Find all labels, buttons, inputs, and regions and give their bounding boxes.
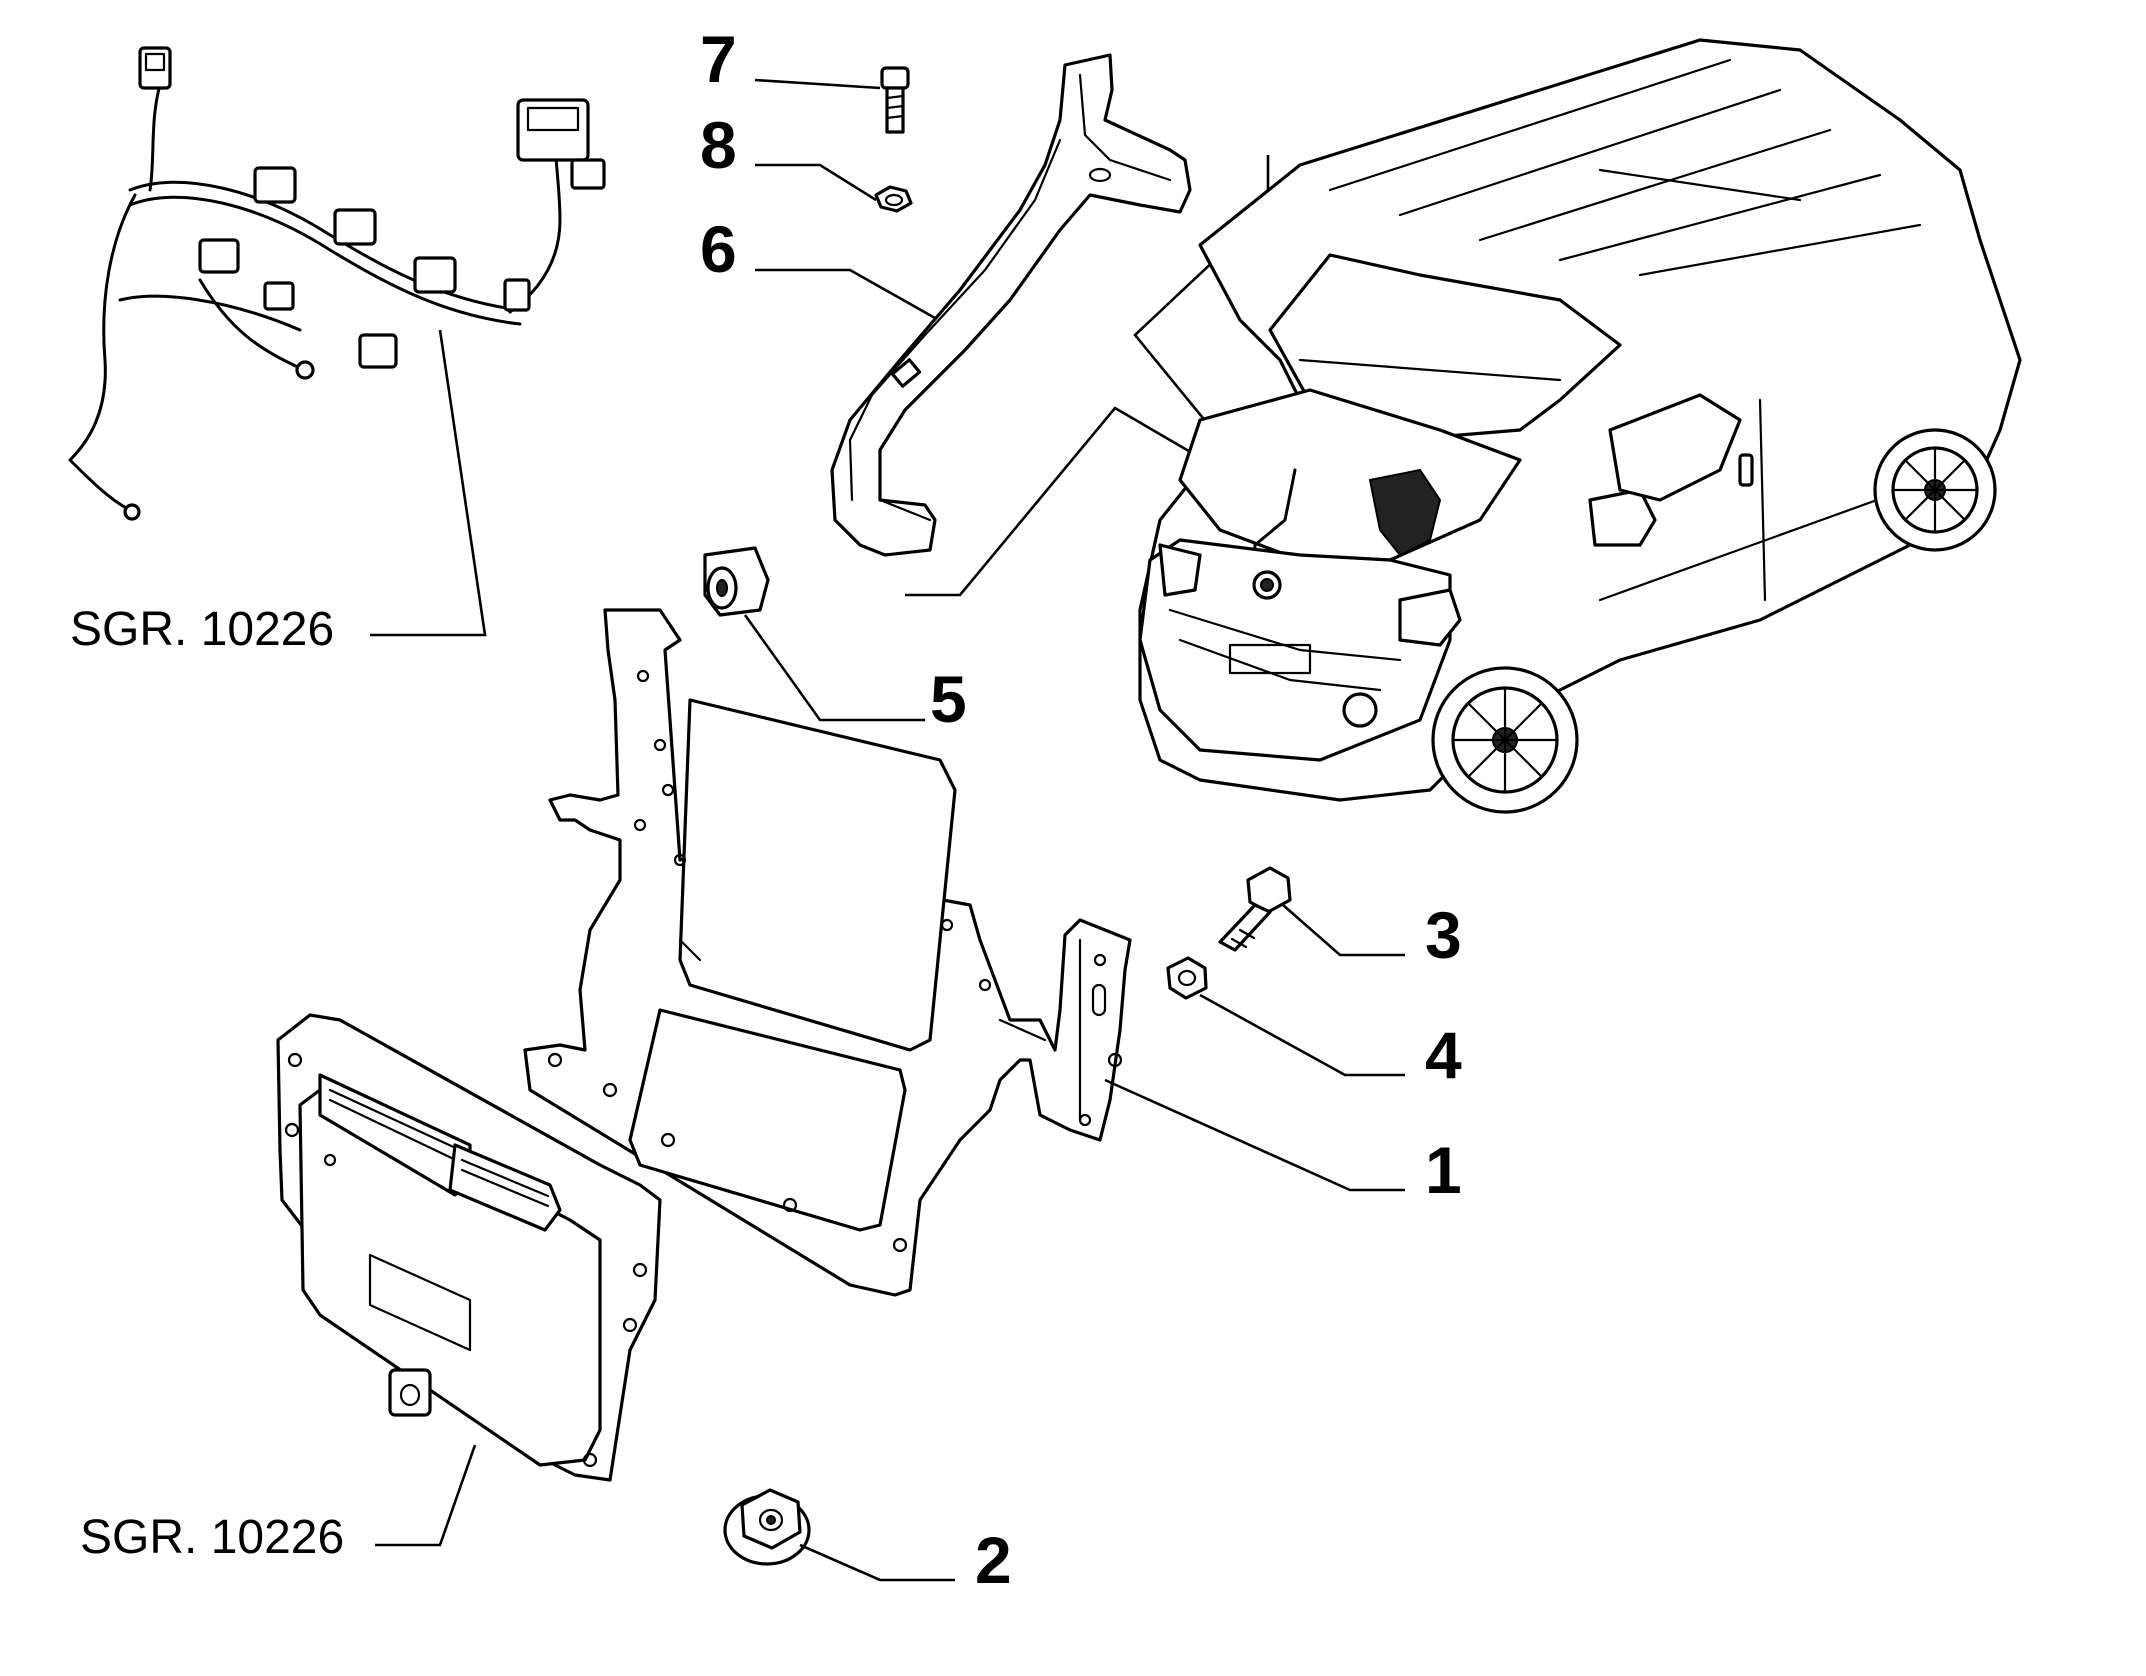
callout-7: 7 xyxy=(700,22,737,96)
bracket-6 xyxy=(830,53,1192,557)
callout-2: 2 xyxy=(975,1523,1012,1597)
nut-4 xyxy=(1166,956,1208,1000)
vehicle-illustration xyxy=(1138,38,2022,814)
callout-6: 6 xyxy=(700,212,737,286)
harness-reference-label: SGR. 10226 xyxy=(70,603,334,656)
bolt-7 xyxy=(880,66,910,134)
callout-4: 4 xyxy=(1425,1018,1462,1092)
callout-5: 5 xyxy=(930,662,967,736)
bracket-1 xyxy=(523,608,1132,1297)
callout-1: 1 xyxy=(1425,1133,1462,1207)
wiring-harness xyxy=(68,46,606,521)
bolt-3 xyxy=(1218,866,1292,952)
ecu-module xyxy=(276,1013,662,1482)
ecu-reference-label: SGR. 10226 xyxy=(80,1511,344,1564)
flange-nut-2 xyxy=(723,1488,811,1566)
callout-3: 3 xyxy=(1425,898,1462,972)
nut-8 xyxy=(874,185,913,213)
callout-8: 8 xyxy=(700,108,737,182)
bushing-5 xyxy=(703,546,770,617)
